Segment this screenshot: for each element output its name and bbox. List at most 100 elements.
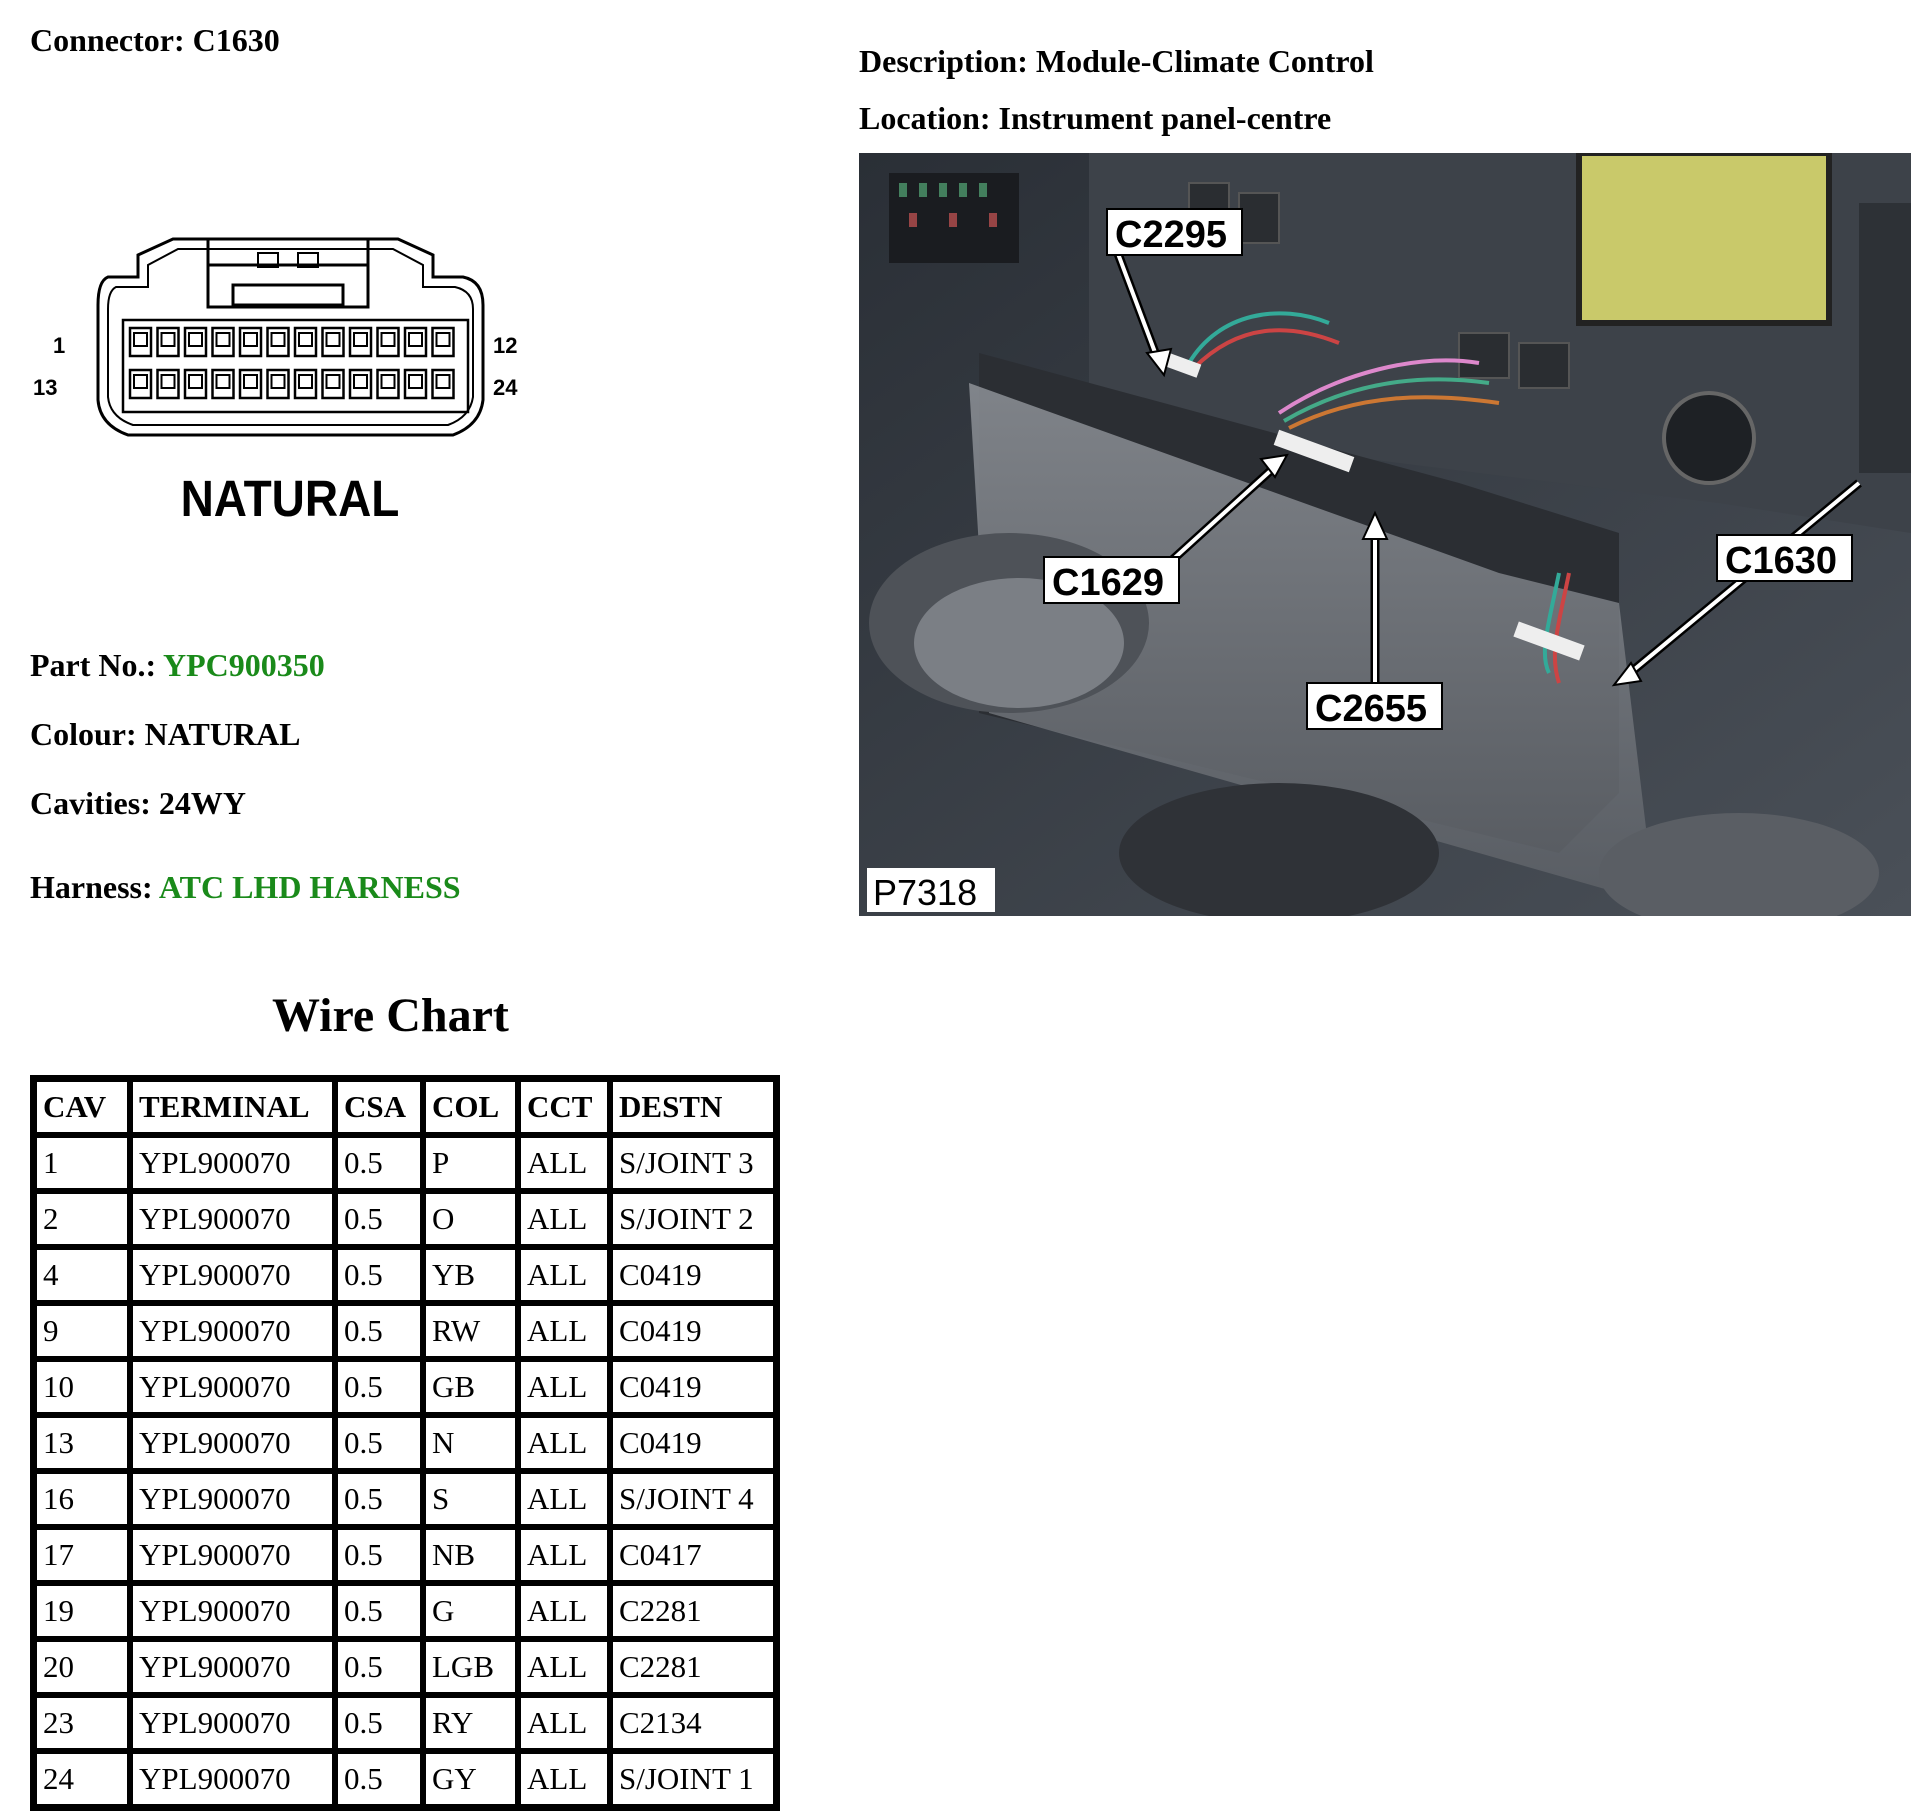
cell-cct: ALL [518, 1639, 610, 1695]
connector-cavity-terminal [435, 332, 451, 347]
wire-chart-title: Wire Chart [272, 989, 509, 1042]
cell-csa: 0.5 [335, 1583, 423, 1639]
cell-destn: C0419 [610, 1303, 776, 1359]
connector-value: C1630 [192, 22, 280, 58]
part-no-link[interactable]: YPC900350 [162, 647, 325, 683]
connector-cavity-terminal [215, 332, 231, 347]
cell-cct: ALL [518, 1191, 610, 1247]
cell-destn: C2281 [610, 1639, 776, 1695]
cavities-value: 24WY [158, 785, 246, 821]
cell-cav: 19 [34, 1583, 130, 1639]
cell-terminal: YPL900070 [130, 1247, 335, 1303]
cell-col: RW [423, 1303, 518, 1359]
connector-title: Connector: C1630 [30, 24, 280, 56]
pin-label-24: 24 [493, 375, 518, 400]
connector-label: Connector: [30, 22, 185, 58]
cell-cav: 24 [34, 1751, 130, 1807]
cell-terminal: YPL900070 [130, 1695, 335, 1751]
cell-terminal: YPL900070 [130, 1527, 335, 1583]
cell-cav: 9 [34, 1303, 130, 1359]
part-number: Part No.: YPC900350 [30, 649, 325, 681]
cell-csa: 0.5 [335, 1247, 423, 1303]
connector-cavity-terminal [298, 332, 313, 347]
photo-callout-c1629: C1629 [1052, 562, 1164, 604]
connector-cavity-terminal [270, 374, 286, 389]
cell-cav: 1 [34, 1135, 130, 1191]
cell-cct: ALL [518, 1303, 610, 1359]
header-destn: DESTN [610, 1079, 776, 1135]
cell-cct: ALL [518, 1415, 610, 1471]
colour-label: Colour: [30, 716, 137, 752]
cell-col: NB [423, 1527, 518, 1583]
connector-cavity-terminal [380, 374, 396, 389]
cell-col: GB [423, 1359, 518, 1415]
connector-cavity-terminal [435, 374, 451, 389]
cell-cct: ALL [518, 1695, 610, 1751]
connector-colour-text: NATURAL [181, 471, 400, 525]
connector-cavity-terminal [353, 374, 368, 389]
cell-cav: 17 [34, 1527, 130, 1583]
cell-destn: C0419 [610, 1247, 776, 1303]
cell-cct: ALL [518, 1359, 610, 1415]
cell-terminal: YPL900070 [130, 1303, 335, 1359]
cell-csa: 0.5 [335, 1359, 423, 1415]
connector-cavity-terminal [133, 332, 148, 347]
cell-destn: S/JOINT 4 [610, 1471, 776, 1527]
connector-cavity-terminal [408, 374, 423, 389]
connector-cavity-terminal [270, 332, 286, 347]
cell-cct: ALL [518, 1471, 610, 1527]
connector-cavity-terminal [133, 374, 148, 389]
cell-col: G [423, 1583, 518, 1639]
cell-destn: S/JOINT 3 [610, 1135, 776, 1191]
colour: Colour: NATURAL [30, 718, 301, 750]
cell-terminal: YPL900070 [130, 1191, 335, 1247]
header-cct: CCT [518, 1079, 610, 1135]
part-no-label: Part No.: [30, 647, 157, 683]
cell-col: YB [423, 1247, 518, 1303]
cell-csa: 0.5 [335, 1135, 423, 1191]
connector-cavity-terminal [353, 332, 368, 347]
description-value: Module-Climate Control [1035, 43, 1374, 79]
cell-col: GY [423, 1751, 518, 1807]
connector-cavity-terminal [325, 332, 341, 347]
cell-cct: ALL [518, 1583, 610, 1639]
cell-cav: 10 [34, 1359, 130, 1415]
cell-cct: ALL [518, 1751, 610, 1807]
cell-destn: C0419 [610, 1359, 776, 1415]
table-header-row: CAV TERMINAL CSA COL CCT DESTN [34, 1079, 776, 1135]
cell-destn: C0417 [610, 1527, 776, 1583]
cell-cav: 4 [34, 1247, 130, 1303]
colour-value: NATURAL [144, 716, 301, 752]
cell-col: LGB [423, 1639, 518, 1695]
cell-terminal: YPL900070 [130, 1471, 335, 1527]
cell-col: O [423, 1191, 518, 1247]
connector-cavity-terminal [160, 374, 176, 389]
location-label: Location: [859, 100, 991, 136]
pin-label-12: 12 [493, 333, 517, 358]
cell-col: RY [423, 1695, 518, 1751]
cell-terminal: YPL900070 [130, 1639, 335, 1695]
connector-cavity-terminal [160, 332, 176, 347]
cell-cct: ALL [518, 1247, 610, 1303]
description: Description: Module-Climate Control [859, 45, 1374, 77]
cell-destn: S/JOINT 1 [610, 1751, 776, 1807]
cell-col: P [423, 1135, 518, 1191]
harness-link[interactable]: ATC LHD HARNESS [158, 869, 461, 905]
cell-cav: 16 [34, 1471, 130, 1527]
pin-label-13: 13 [33, 375, 57, 400]
cell-csa: 0.5 [335, 1639, 423, 1695]
description-label: Description: [859, 43, 1028, 79]
photo-callout-c2655: C2655 [1315, 688, 1427, 730]
cell-terminal: YPL900070 [130, 1135, 335, 1191]
cell-destn: S/JOINT 2 [610, 1191, 776, 1247]
